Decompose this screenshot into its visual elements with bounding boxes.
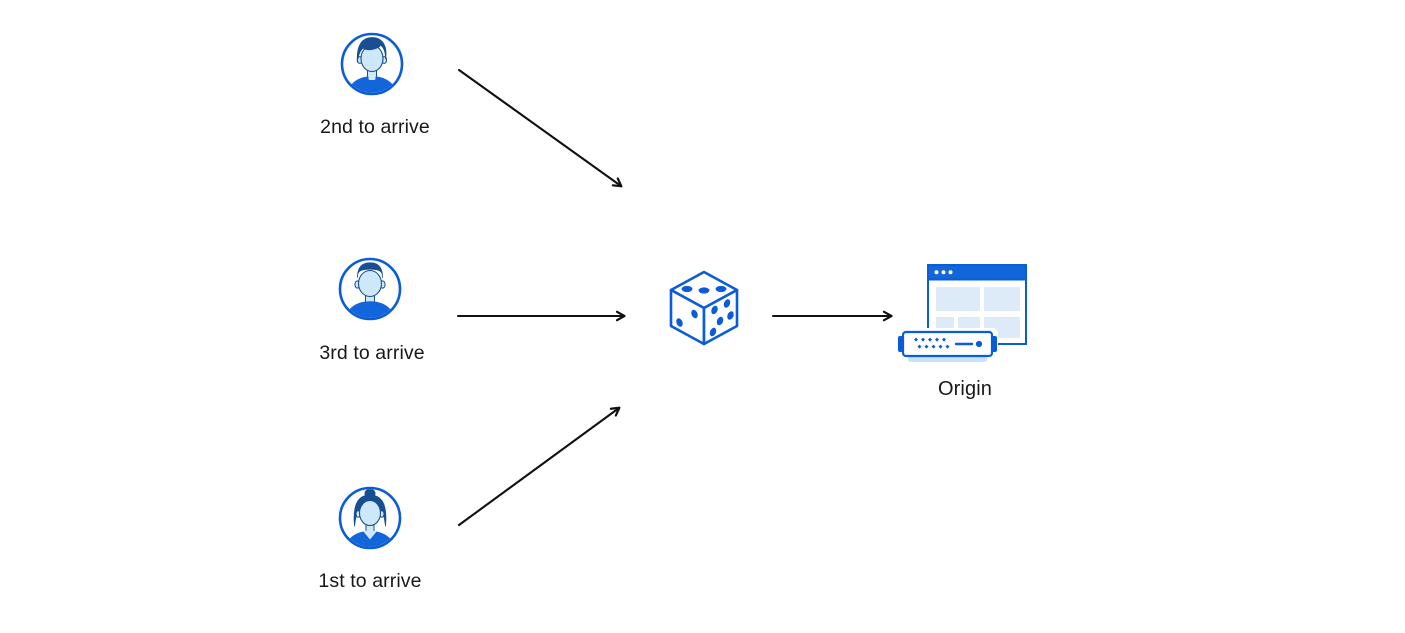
female-avatar-bun-hair-icon xyxy=(338,486,402,550)
client-3rd-label: 3rd to arrive xyxy=(319,342,425,364)
male-avatar-short-hair-icon xyxy=(338,257,402,321)
origin-browser-and-server-icon xyxy=(897,264,1027,362)
arrow-client1-to-dice xyxy=(457,406,621,527)
arrow-client2-to-dice xyxy=(457,68,623,188)
client-1st-label: 1st to arrive xyxy=(318,570,422,592)
origin-label: Origin xyxy=(938,378,992,400)
server-vent-pattern xyxy=(914,337,950,349)
male-avatar-swept-hair-icon xyxy=(340,32,404,96)
server-icon xyxy=(897,328,998,362)
dice-icon xyxy=(669,270,739,346)
client-2nd-label: 2nd to arrive xyxy=(320,116,430,138)
